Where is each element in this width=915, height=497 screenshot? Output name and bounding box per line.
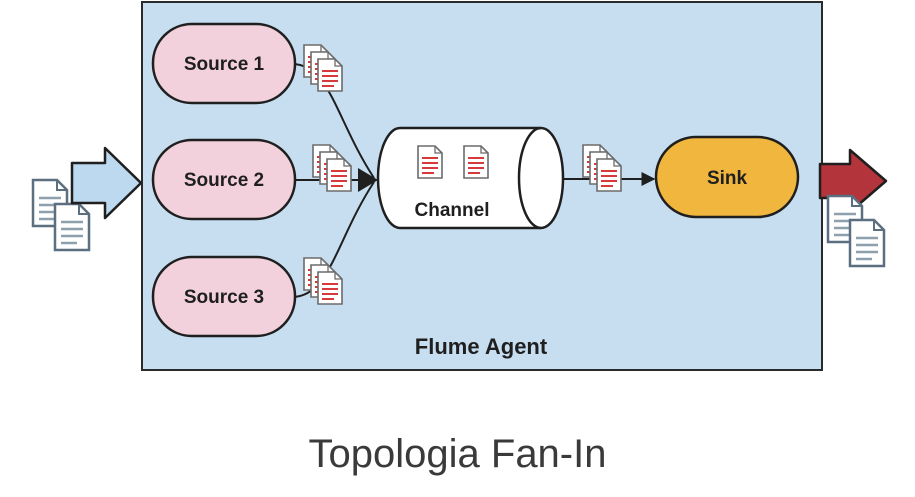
source-1-label: Source 1	[184, 54, 265, 75]
source-1: Source 1	[151, 22, 297, 105]
channel-label: Channel	[415, 200, 490, 221]
source-3-label: Source 3	[184, 287, 264, 308]
sink: Sink	[654, 135, 800, 219]
diagram-caption: Topologia Fan-In	[308, 432, 607, 476]
source-3: Source 3	[151, 255, 297, 338]
output-documents-icon	[826, 194, 886, 268]
connector-source-3	[291, 181, 375, 298]
source-2-label: Source 2	[184, 170, 264, 191]
agent-label: Flume Agent	[415, 334, 548, 359]
channel: Channel	[376, 126, 565, 230]
connector-source-1	[291, 63, 375, 179]
sink-label: Sink	[707, 168, 748, 189]
channel-input-arrowhead	[358, 168, 378, 192]
input-arrow	[70, 146, 143, 220]
source-2: Source 2	[151, 138, 297, 221]
